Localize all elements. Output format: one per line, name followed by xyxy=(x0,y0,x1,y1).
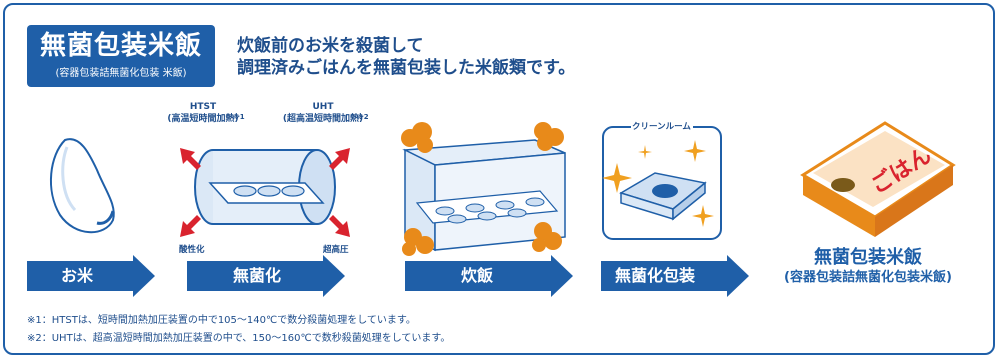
htst-label: HTST (高温短時間加熱) xyxy=(153,101,253,125)
uht-title: UHT xyxy=(312,102,334,112)
cooking-box-icon xyxy=(401,122,566,256)
uht-sub: (超高温短時間加熱) xyxy=(282,114,364,124)
uht-label: UHT (超高温短時間加熱) xyxy=(273,101,373,125)
step-label-cook: 炊飯 xyxy=(461,266,494,285)
acid-label: 酸性化 xyxy=(179,245,205,255)
step-label-rice: お米 xyxy=(61,266,94,285)
diagram-frame: 無菌包装米飯 (容器包装詰無菌化包装 米飯) 炊飯前のお米を殺菌して 調理済みご… xyxy=(3,3,995,355)
description-line-1: 炊飯前のお米を殺菌して xyxy=(237,36,424,56)
process-illustration xyxy=(49,119,956,256)
htst-mark: ※1 xyxy=(233,113,245,121)
footnote-1: ※1：HTSTは、短時間加熱加圧装置の中で105～140℃で数分殺菌処理をしてい… xyxy=(27,315,416,326)
step-arrow-rice: お米 xyxy=(27,255,155,297)
description: 炊飯前のお米を殺菌して 調理済みごはんを無菌包装した米飯類です。 xyxy=(237,35,575,79)
step-arrow-cook: 炊飯 xyxy=(405,255,573,297)
title-sub: (容器包装詰無菌化包装 米飯) xyxy=(55,68,187,79)
title-badge: 無菌包装米飯 (容器包装詰無菌化包装 米飯) xyxy=(27,25,215,87)
uht-mark: ※2 xyxy=(357,113,369,121)
step-label-sterilize: 無菌化 xyxy=(233,266,282,285)
sterilizer-cylinder-icon xyxy=(194,149,336,225)
step-label-pack: 無菌化包装 xyxy=(615,266,696,285)
footnote-2: ※2：UHTは、超高温短時間加熱加圧装置の中で、150～160℃で数秒殺菌処理を… xyxy=(27,333,451,344)
step-arrow-sterilize: 無菌化 xyxy=(187,255,345,297)
step-arrow-pack: 無菌化包装 xyxy=(601,255,749,297)
title-main: 無菌包装米飯 xyxy=(39,31,202,61)
final-product-name: 無菌包装米飯 xyxy=(814,247,922,268)
cleanroom-label: クリーンルーム xyxy=(632,122,691,132)
final-product-sub: (容器包装詰無菌化包装米飯) xyxy=(784,270,952,285)
final-product: 無菌包装米飯 (容器包装詰無菌化包装米飯) xyxy=(753,247,983,287)
description-line-2: 調理済みごはんを無菌包装した米飯類です。 xyxy=(237,58,576,78)
htst-sub: (高温短時間加熱) xyxy=(167,114,239,124)
rice-pack-icon xyxy=(800,121,956,237)
pressure-arrows xyxy=(180,148,350,237)
clean-room-icon xyxy=(602,119,722,240)
rice-grain-icon xyxy=(49,138,115,234)
htst-title: HTST xyxy=(189,102,217,112)
pressure-label: 超高圧 xyxy=(323,245,349,255)
